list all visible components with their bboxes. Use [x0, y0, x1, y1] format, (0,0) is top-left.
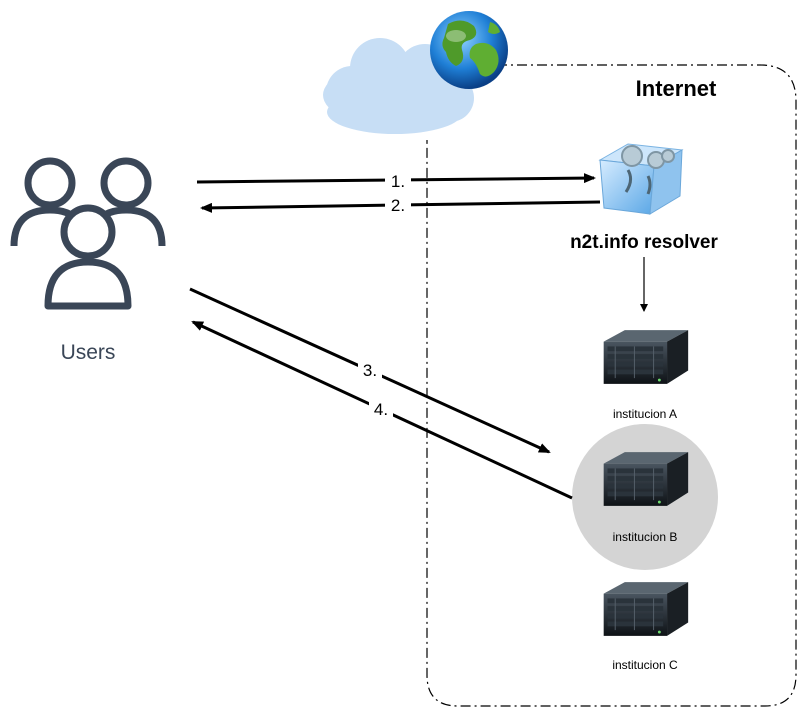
step-1-label: 1. — [391, 172, 405, 191]
step-4-label: 4. — [374, 400, 388, 419]
server-icon-institution-b — [603, 451, 689, 507]
server-icon-institution-a — [603, 329, 689, 385]
institution-c-label: institucion C — [612, 658, 678, 672]
users-icon — [10, 157, 166, 310]
globe-icon — [430, 11, 508, 89]
resolver-cube-icon — [598, 143, 684, 215]
institution-b-label: institucion B — [613, 530, 678, 544]
resolver-label: n2t.info resolver — [570, 232, 718, 253]
cloud-icon — [323, 38, 474, 134]
institution-a-label: institucion A — [613, 407, 677, 421]
server-icon-institution-c — [603, 581, 689, 637]
users-label: Users — [61, 341, 116, 364]
step-2-label: 2. — [391, 196, 405, 215]
step-3-label: 3. — [363, 361, 377, 380]
internet-title: Internet — [636, 76, 717, 101]
internet-region-border — [426, 64, 797, 707]
